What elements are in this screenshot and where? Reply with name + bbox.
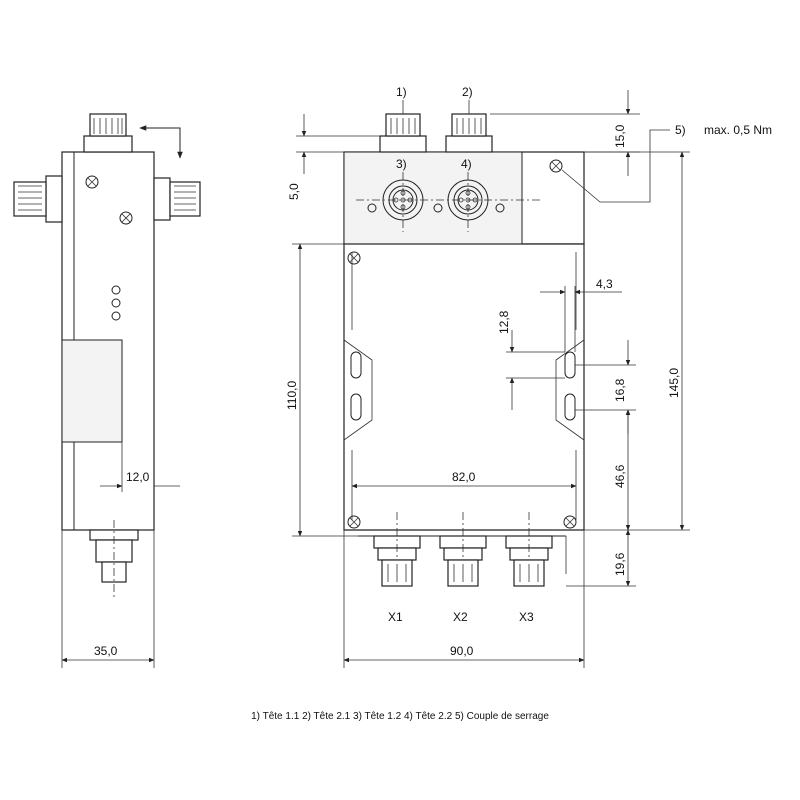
screw-icon [549,159,563,173]
callout-1: 1) [396,85,407,99]
dim-side-offset: 12,0 [126,470,150,484]
callout-5: 5) [675,123,686,137]
screw-icon [119,211,133,225]
legend-caption: 1) Tête 1.1 2) Tête 2.1 3) Tête 1.2 4) T… [251,711,549,722]
callout-2: 2) [462,85,473,99]
top-connector-2 [445,113,493,153]
dim-side-width: 35,0 [94,644,118,658]
dim-inner-width: 82,0 [452,470,476,484]
screw-icon [85,175,99,189]
led-indicators-icon [111,285,121,321]
screw-icon [563,515,577,529]
side-view: 12,0 35,0 [13,113,201,668]
dim-total-height: 145,0 [667,368,681,398]
callout-3: 3) [396,157,407,171]
label-x1: X1 [388,610,403,624]
side-left-connector [13,175,63,223]
top-connector-1 [379,113,427,153]
bottom-connector-x3 [505,512,553,587]
bottom-connector-x1 [373,512,421,587]
dim-top-conn-height: 15,0 [613,124,627,148]
dim-slot-width: 4,3 [596,277,613,291]
bottom-connector-x2 [439,512,487,587]
dim-front-width: 90,0 [450,644,474,658]
side-right-connector [153,177,201,221]
front-view [343,113,585,587]
label-x2: X2 [453,610,468,624]
dim-bottom-conn-height: 19,6 [613,552,627,576]
screw-icon [347,515,361,529]
dim-bottom-offset: 46,6 [613,464,627,488]
dim-slot-height: 12,8 [497,310,511,334]
side-top-connector [83,113,133,153]
mounting-slot [350,351,362,421]
label-x3: X3 [519,610,534,624]
dim-body-height: 110,0 [285,381,299,410]
torque-value: max. 0,5 Nm [704,123,772,137]
dim-slot-spacing: 16,8 [613,378,627,402]
screw-icon [347,251,361,265]
callout-4: 4) [461,157,472,171]
dim-plate-offset: 5,0 [287,183,301,200]
side-bottom-connector [89,520,139,600]
